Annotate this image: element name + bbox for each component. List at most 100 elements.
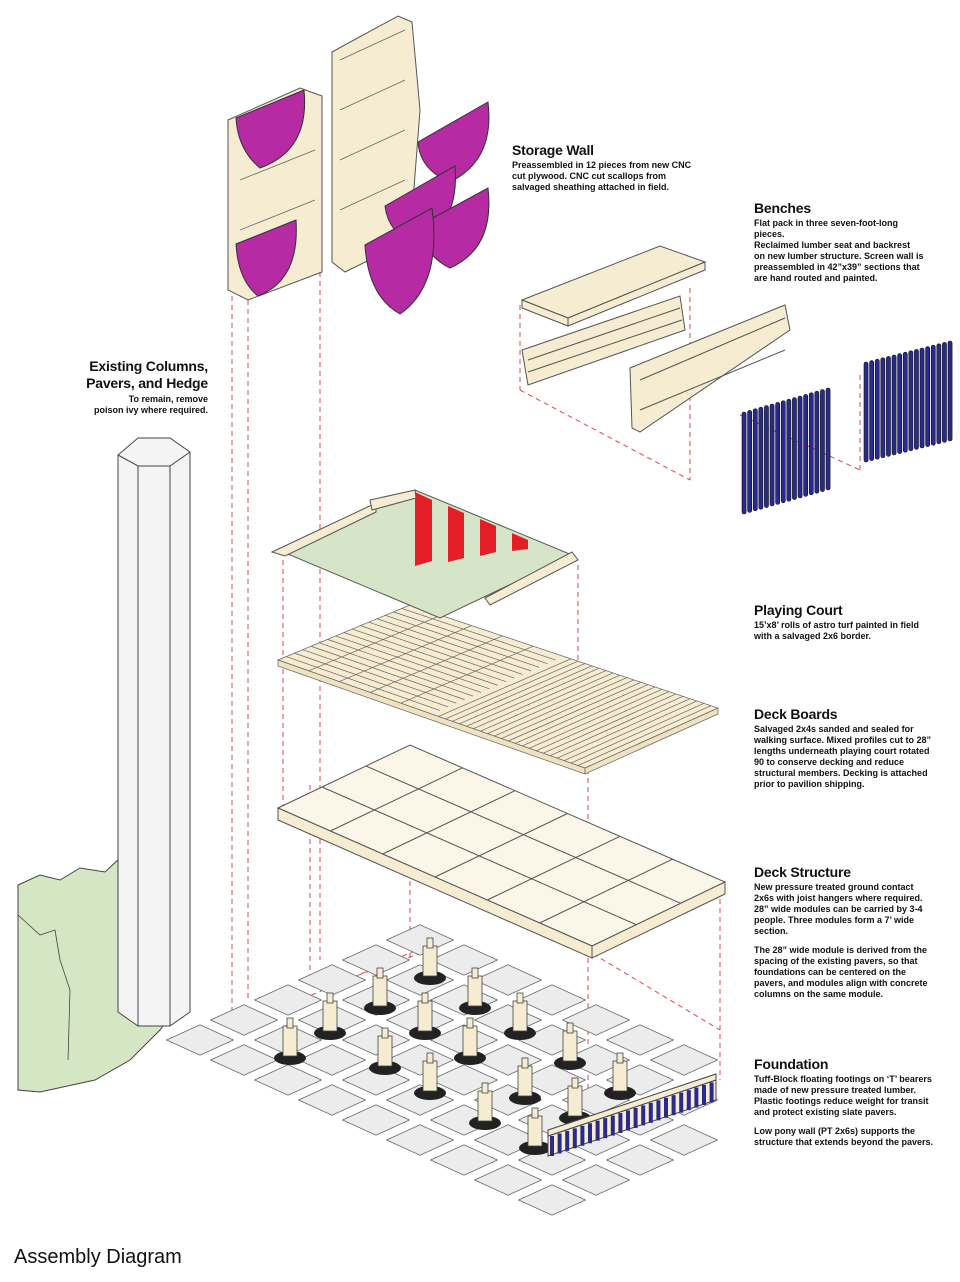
deck-board-joint	[308, 614, 441, 672]
deck-structure	[276, 744, 727, 959]
pony-wall-slat	[641, 1105, 646, 1126]
deck-beam	[365, 765, 681, 904]
pony-wall-slat	[694, 1087, 699, 1108]
screen-slat	[930, 344, 936, 446]
screen-wall-panel	[863, 340, 953, 463]
paver	[429, 1064, 499, 1096]
deck-board-line	[352, 628, 507, 682]
screen-slat	[814, 390, 820, 494]
hedge-edge-detail	[17, 914, 71, 1061]
screen-slat	[869, 360, 874, 461]
footing	[414, 1052, 446, 1100]
paver	[341, 1024, 411, 1056]
benches-body: Flat pack in three seven-foot-long piece…	[754, 218, 924, 283]
screen-slat	[925, 346, 930, 447]
deck-structure-title: Deck Structure	[754, 864, 851, 880]
deck-board-line	[286, 656, 440, 711]
footing	[554, 1022, 586, 1070]
screen-slat	[780, 400, 786, 504]
pony-wall-slat	[702, 1085, 706, 1105]
foundation-title: Foundation	[754, 1056, 829, 1072]
paver	[605, 1024, 675, 1056]
pony-wall-slat	[550, 1136, 554, 1156]
pony-wall-slat	[572, 1128, 577, 1149]
deck-board-line	[480, 672, 614, 732]
deck-structure-body-2: The 28” wide module is derived from the …	[754, 945, 928, 999]
deck-structure-body-1: New pressure treated ground contact 2x6s…	[754, 882, 923, 936]
label-existing: Existing Columns, Pavers, and Hedge To r…	[60, 358, 208, 424]
foundation-footings	[274, 937, 636, 1155]
benches-title: Benches	[754, 200, 811, 216]
label-deck-boards: Deck Boards Salvaged 2x4s sanded and sea…	[754, 706, 954, 798]
paver	[649, 1044, 719, 1076]
paver	[297, 1084, 367, 1116]
benches	[520, 245, 791, 433]
paver	[649, 1124, 719, 1156]
label-storage-wall: Storage Wall Preassembled in 12 pieces f…	[512, 142, 752, 201]
foundation-body-1: Tuff-Block floating footings on ‘T’ bear…	[754, 1074, 932, 1117]
deck-board-line	[522, 686, 656, 747]
storage-wall	[227, 15, 490, 315]
deck-board-line	[319, 642, 474, 697]
screen-slat	[947, 340, 953, 442]
storage-wall-title: Storage Wall	[512, 142, 594, 158]
pony-wall-slat	[588, 1123, 592, 1144]
pony-wall-slat	[565, 1130, 570, 1151]
footing	[414, 937, 446, 985]
deck-boards-body: Salvaged 2x4s sanded and sealed for walk…	[754, 724, 932, 789]
pony-wall-slat	[656, 1100, 661, 1121]
label-benches: Benches Flat pack in three seven-foot-lo…	[754, 200, 954, 292]
screen-slat	[908, 350, 914, 452]
deck-board-line	[494, 677, 628, 737]
pony-wall-slat	[626, 1110, 630, 1131]
paver	[473, 1164, 543, 1196]
deck-board-line	[302, 649, 457, 704]
paver	[341, 1104, 411, 1136]
existing-body: To remain, remove poison ivy where requi…	[93, 394, 208, 415]
screen-slat	[797, 395, 803, 499]
screen-slat	[803, 394, 808, 497]
deck-joist	[434, 813, 568, 878]
pony-wall-slat	[603, 1118, 608, 1139]
deck-board-line	[508, 681, 642, 742]
paver	[561, 1004, 631, 1036]
deck-board-line	[536, 691, 670, 752]
paver	[253, 1064, 323, 1096]
screen-slat	[936, 343, 942, 445]
pony-wall-slat	[671, 1095, 676, 1116]
paver	[209, 1044, 279, 1076]
deck-board-line	[327, 639, 482, 693]
pony-wall-slat	[633, 1107, 638, 1128]
screen-slat	[874, 358, 880, 460]
paver	[209, 1004, 279, 1036]
deck-board-line	[459, 665, 593, 725]
pony-wall	[547, 1073, 717, 1157]
footing	[604, 1052, 636, 1100]
deck-board-line	[515, 684, 649, 744]
screen-slat	[758, 406, 764, 510]
scallop-2	[235, 219, 297, 297]
deck-boards	[277, 604, 719, 775]
screen-slat	[825, 387, 831, 491]
footing	[469, 1082, 501, 1130]
screen-slat	[897, 353, 902, 454]
screen-slat	[741, 411, 747, 515]
deck-joist	[539, 858, 673, 924]
screen-slat	[792, 397, 797, 500]
playing-court	[270, 489, 579, 619]
footing	[314, 992, 346, 1040]
deck-board-line	[445, 660, 579, 720]
deck-board-line	[335, 635, 490, 690]
paver	[429, 944, 499, 976]
paver	[253, 984, 323, 1016]
foundation-body-2: Low pony wall (PT 2x6s) supports the str…	[754, 1126, 934, 1147]
deck-board-line	[360, 625, 515, 679]
screen-wall-panels	[741, 340, 953, 515]
deck-board-line	[556, 698, 691, 759]
deck-board-line	[343, 632, 498, 686]
label-playing-court: Playing Court 15’x8’ rolls of astro turf…	[754, 602, 954, 650]
deck-board-line	[466, 667, 600, 727]
deck-joist	[487, 835, 621, 901]
footing	[504, 992, 536, 1040]
